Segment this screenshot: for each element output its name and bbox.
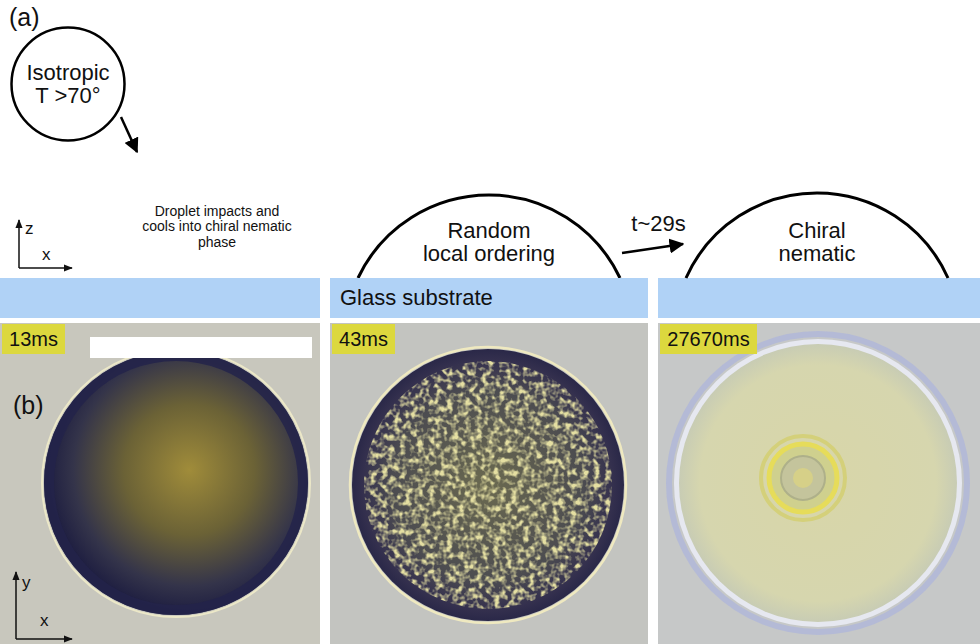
defect-ring <box>761 436 845 520</box>
edge-label: t~29s <box>631 212 685 236</box>
panel-letter: (b) <box>13 392 44 420</box>
axis-label: x <box>42 246 51 265</box>
node-text: 13ms <box>9 329 58 350</box>
node-text: Isotropic T >70° <box>22 61 114 107</box>
glass-band <box>0 278 320 318</box>
glass-band <box>658 278 980 318</box>
node-text: 43ms <box>339 329 388 350</box>
droplet <box>44 351 308 615</box>
time-tag: 43ms <box>332 324 395 354</box>
droplet-edge <box>674 339 962 627</box>
axis-z <box>18 220 20 268</box>
droplet <box>679 344 957 622</box>
node-text: Glass substrate <box>340 286 493 309</box>
defect-core <box>781 456 825 500</box>
impact-arrow <box>121 117 137 152</box>
substrate-band: Glass substrate <box>330 278 648 318</box>
axis-y <box>15 572 17 639</box>
droplet-rim <box>49 356 303 610</box>
photo-panel <box>0 323 320 644</box>
axis-x <box>19 267 72 269</box>
phase-circle: Isotropic T >70° <box>10 26 126 142</box>
time-tag: 13ms <box>2 324 65 354</box>
box-fill <box>660 324 757 354</box>
droplet-glow <box>669 334 967 632</box>
droplet-dome: Random local ordering <box>358 195 620 278</box>
scale-bar <box>90 337 312 358</box>
axis-label: y <box>22 574 31 593</box>
axis-label: z <box>25 220 34 239</box>
process-note: Droplet impacts and cools into chiral ne… <box>142 204 292 250</box>
dome-outline <box>686 193 948 278</box>
panel-letter: (a) <box>9 4 40 32</box>
box-fill <box>330 278 648 318</box>
circle-outline <box>12 28 125 141</box>
node-text: Chiral nematic <box>767 219 867 265</box>
axis-label: x <box>40 612 49 631</box>
defect-center <box>793 468 813 488</box>
node-text: Random local ordering <box>423 219 556 265</box>
droplet-halo <box>42 349 310 617</box>
box-fill <box>2 324 65 354</box>
transition-arrow <box>622 244 683 253</box>
node-text: 27670ms <box>667 329 749 350</box>
droplet-dome: Chiral nematic <box>686 193 948 278</box>
axis-x <box>16 638 72 640</box>
box-fill <box>332 324 395 354</box>
time-tag: 27670ms <box>660 324 757 354</box>
droplet-halo <box>350 347 626 623</box>
droplet-texture <box>362 359 614 611</box>
photo-panel <box>330 323 648 644</box>
defect-ring <box>769 444 837 512</box>
dome-outline <box>358 195 620 278</box>
photo-panel <box>658 323 980 644</box>
droplet <box>352 349 624 621</box>
